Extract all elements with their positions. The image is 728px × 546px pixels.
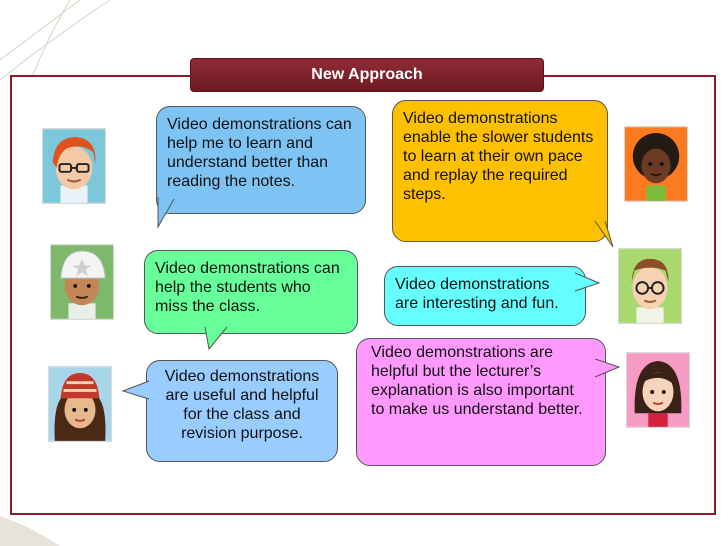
bubble-tail xyxy=(594,220,614,248)
speech-bubble-1: Video demonstrations can help me to lear… xyxy=(156,106,366,229)
speech-bubble-2: Video demonstrations enable the slower s… xyxy=(392,100,614,248)
bubble-tail xyxy=(594,358,621,378)
glasses-man-icon xyxy=(619,249,681,323)
striped-hat-girl-icon xyxy=(49,367,111,441)
bubble-tail xyxy=(574,272,601,292)
speech-bubble-4: Video demonstrations are interesting and… xyxy=(384,266,601,326)
brunette-woman-icon xyxy=(627,353,689,427)
redhead-glasses-boy-icon xyxy=(43,129,105,203)
bubble-tail xyxy=(121,380,150,400)
bubble-text: Video demonstrations can help me to lear… xyxy=(167,116,352,190)
page-title: New Approach xyxy=(190,58,544,92)
bubble-text: Video demonstrations are interesting and… xyxy=(395,276,559,312)
bubble-text: Video demonstrations enable the slower s… xyxy=(403,110,594,203)
curly-hair-girl-icon xyxy=(625,127,687,201)
speech-bubble-6: Video demonstrations are helpful but the… xyxy=(356,338,621,466)
speech-bubble-5: Video demonstrations are useful and help… xyxy=(121,360,338,462)
white-cap-boy-icon xyxy=(51,245,113,319)
bubble-tail xyxy=(157,197,175,229)
avatar-glasses-man xyxy=(618,248,682,324)
bubble-text: Video demonstrations are useful and help… xyxy=(164,368,320,442)
bubble-tail xyxy=(204,326,228,351)
avatar-brunette-woman xyxy=(626,352,690,428)
avatar-hat-girl xyxy=(48,366,112,442)
bubble-text: Video demonstrations can help the studen… xyxy=(155,260,340,315)
bubble-text: Video demonstrations are helpful but the… xyxy=(371,344,583,418)
avatar-curly-girl xyxy=(624,126,688,202)
speech-bubble-3: Video demonstrations can help the studen… xyxy=(144,250,358,351)
decorative-corner-shape xyxy=(0,516,60,546)
avatar-cap-boy xyxy=(50,244,114,320)
avatar-redhead-boy xyxy=(42,128,106,204)
